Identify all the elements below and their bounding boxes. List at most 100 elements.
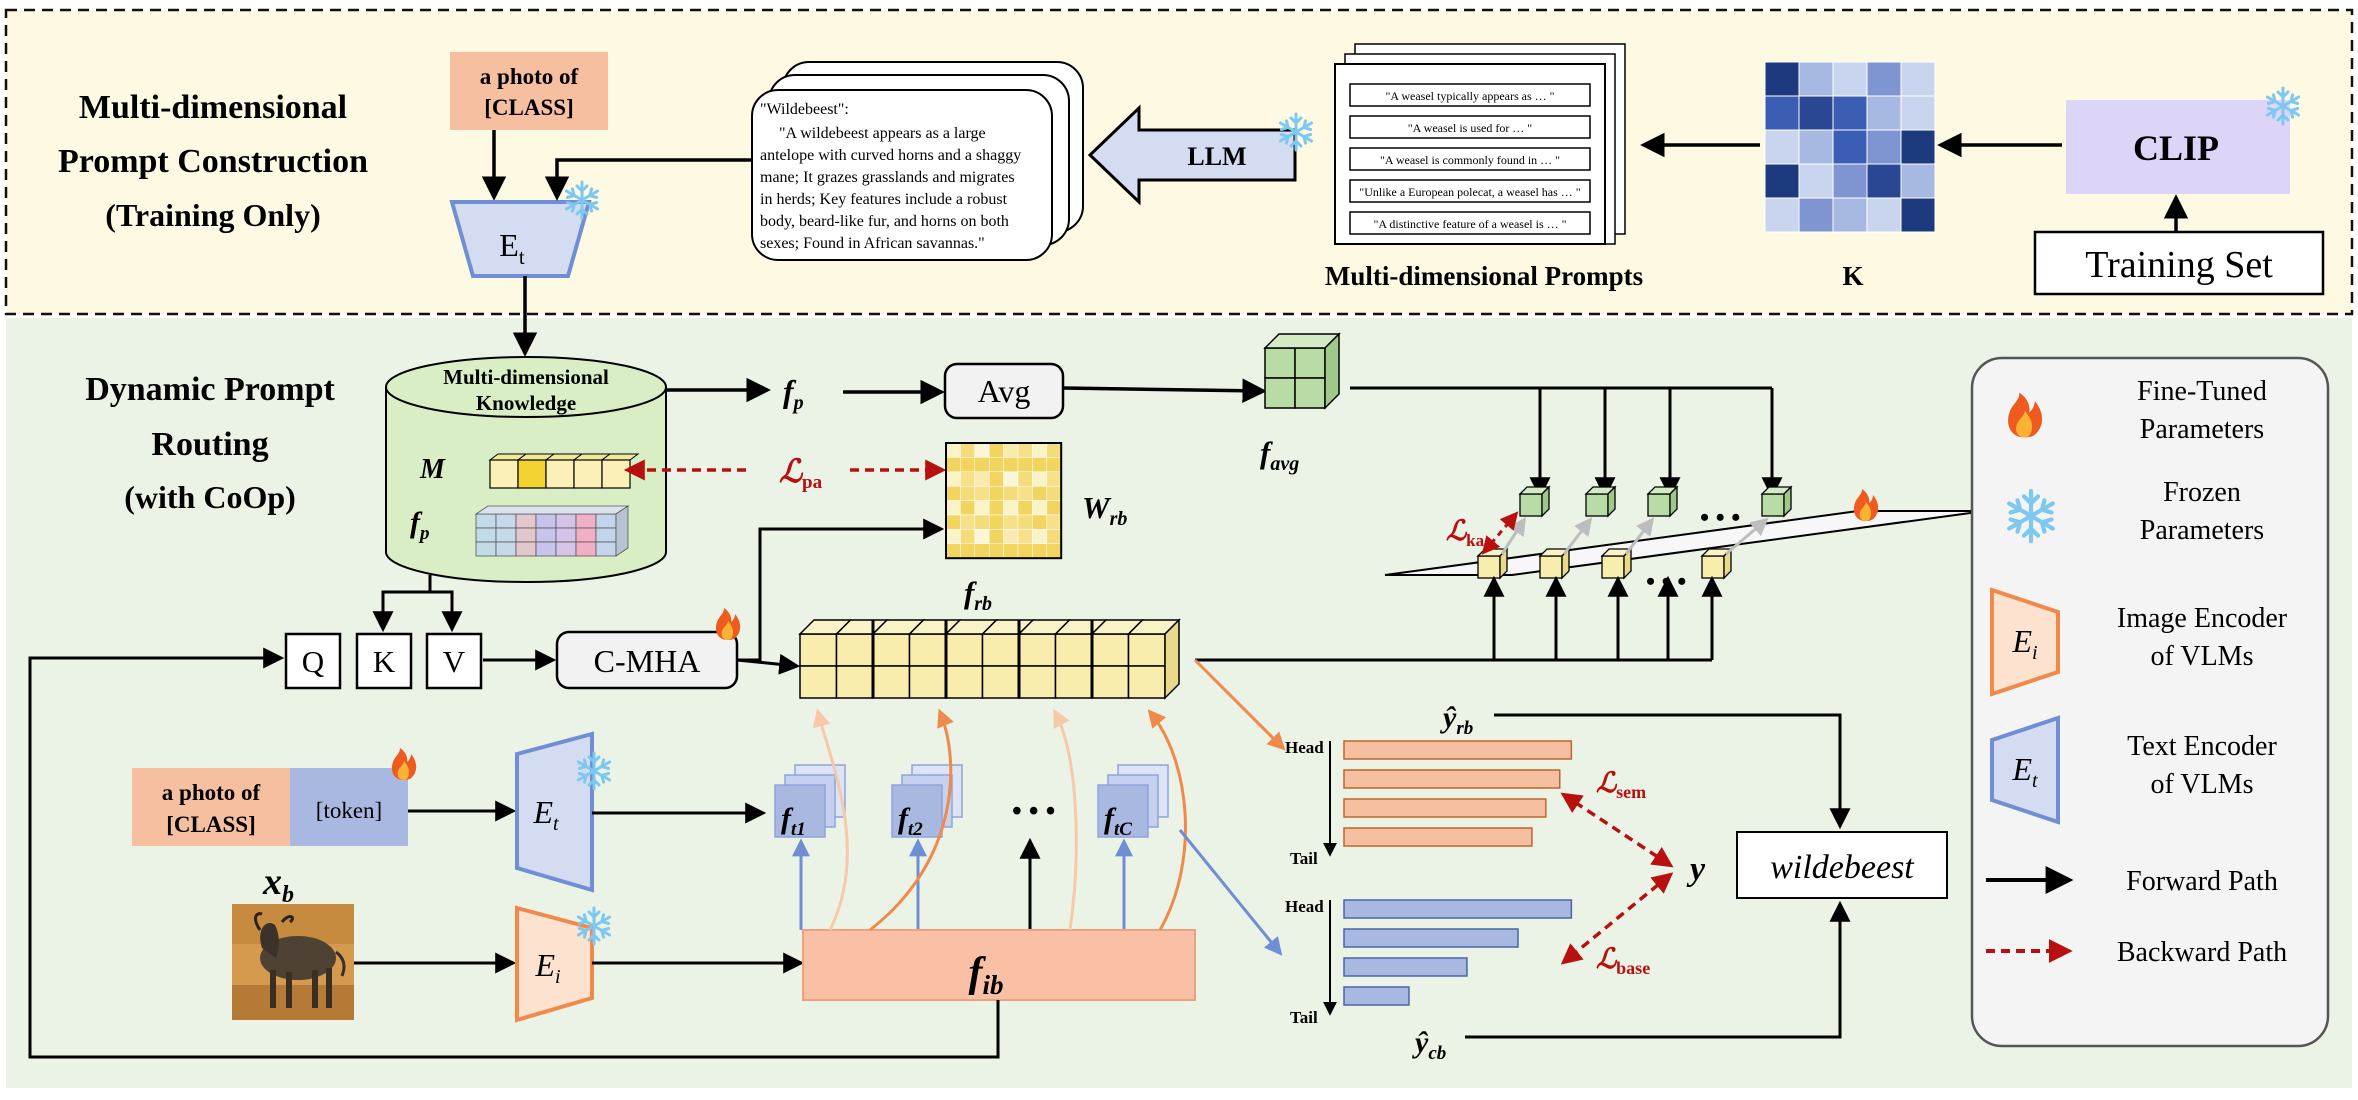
tail-label: Tail <box>1290 849 1318 868</box>
arrow-frb-to-rb-bars <box>1193 658 1286 751</box>
legend-et-label: Et <box>2011 751 2038 792</box>
frb-label: frb <box>964 575 992 615</box>
frb-cell <box>945 665 984 699</box>
ft-label: ft1 <box>781 802 806 840</box>
arrow-db-to-v <box>430 590 463 633</box>
arrow-fib-to-frb <box>1147 709 1187 931</box>
top-template-line-1: a photo of <box>480 64 579 89</box>
favg-side <box>1324 332 1340 410</box>
description-line: "A wildebeest appears as a large <box>779 125 986 142</box>
bottom-title-line-3: (with CoOp) <box>124 479 296 515</box>
fp-cell <box>475 541 497 557</box>
expert-green-side <box>1669 485 1678 518</box>
m-cell <box>573 459 603 489</box>
fp-cell <box>575 527 597 543</box>
wrb-cell <box>1032 442 1048 458</box>
k-cell <box>1798 163 1834 199</box>
fp-cell <box>475 513 497 529</box>
wrb-cell <box>1046 471 1062 487</box>
text-encoder <box>515 731 594 893</box>
wrb-cell <box>960 485 976 501</box>
llm-label: LLM <box>1187 142 1246 171</box>
k-cell <box>1866 61 1902 97</box>
wrb-cell <box>1003 543 1019 559</box>
routing-arrow <box>1624 517 1655 555</box>
k-cell <box>1900 163 1936 199</box>
wrb-label: Wrb <box>1082 490 1127 530</box>
wrb-cell <box>1003 442 1019 458</box>
description-line: in herds; Key features include a robust <box>760 191 1008 208</box>
legend-text: Text Encoder <box>2127 731 2277 762</box>
favg-cell <box>1294 377 1326 409</box>
fp-cell <box>535 541 557 557</box>
frb-cell <box>908 665 947 699</box>
wrb-cell <box>974 514 990 530</box>
wrb-cell <box>960 514 976 530</box>
frb-cell <box>872 633 911 667</box>
wrb-cell <box>960 529 976 545</box>
expert-dots-top: • • • <box>1700 503 1740 532</box>
top-template-line-2: [CLASS] <box>484 95 573 120</box>
ft-dots: • • • <box>1012 796 1055 827</box>
template-class-box <box>132 768 290 846</box>
legend-text: of VLMs <box>2151 641 2254 672</box>
expert-green <box>1585 493 1609 517</box>
description-line: antelope with curved horns and a shaggy <box>760 147 1021 164</box>
expert-green-side <box>1541 485 1550 518</box>
fp-cell <box>595 513 617 529</box>
llm-arrow <box>1087 104 1297 206</box>
k-cell <box>1764 61 1800 97</box>
prompts-list: "A weasel typically appears as … ""A wea… <box>1349 83 1591 235</box>
k-cell <box>1900 61 1936 97</box>
fib-label: fib <box>968 950 1003 1000</box>
frb-cell <box>872 665 911 699</box>
prompt-text: "A weasel is used for … " <box>1408 121 1533 135</box>
wrb-cell <box>945 457 961 473</box>
wrb-cell <box>1017 514 1033 530</box>
k-cell <box>1764 95 1800 131</box>
description-text: "A wildebeest appears as a large antelope… <box>760 125 1021 252</box>
output-label: wildebeest <box>1770 849 1915 886</box>
wrb-cell <box>1003 471 1019 487</box>
cmha-label: C-MHA <box>594 643 701 679</box>
legend-ei-label: Ei <box>2011 623 2037 664</box>
arrow-ycb-to-output <box>1465 900 1851 1039</box>
frb-cell <box>981 665 1020 699</box>
wrb-cell <box>960 457 976 473</box>
description-line: mane; It grazes grasslands and migrates <box>760 169 1015 186</box>
wrb-cell <box>1003 529 1019 545</box>
k-cell <box>1866 95 1902 131</box>
routing-arrow <box>1725 517 1769 556</box>
wrb-cell <box>1046 529 1062 545</box>
frb-cell <box>799 665 838 699</box>
image-encoder-label: Ei <box>534 947 560 988</box>
prompt-text: "A weasel is commonly found in … " <box>1380 153 1560 167</box>
favg-label: favg <box>1260 435 1299 475</box>
wrb-cell <box>1003 514 1019 530</box>
frb-cell <box>1054 633 1093 667</box>
knowledge-label-line-2: Knowledge <box>476 391 576 415</box>
ft-label: ftC <box>1104 802 1132 840</box>
prompt-row <box>1349 147 1591 171</box>
legend-text: of VLMs <box>2151 769 2254 800</box>
fp-cell <box>595 541 617 557</box>
fp-cell <box>515 541 537 557</box>
arrow-desc-to-et <box>544 158 757 201</box>
k-cell <box>1832 197 1868 233</box>
legend-text: Forward Path <box>2126 866 2278 897</box>
wrb-cell <box>1017 500 1033 516</box>
expert-green <box>1647 493 1671 517</box>
fp-cell <box>535 527 557 543</box>
lbase-dashed <box>1560 872 1674 965</box>
wrb-cell <box>1046 442 1062 458</box>
training-set-box <box>2033 230 2325 296</box>
wrb-cell <box>1032 543 1048 559</box>
wrb-border <box>945 442 1063 560</box>
bar <box>1343 798 1547 818</box>
frb-cell <box>799 633 838 667</box>
prompt-text: "Unlike a European polecat, a weasel has… <box>1359 185 1580 199</box>
bar <box>1343 827 1533 847</box>
frb-side <box>1164 618 1180 700</box>
expert-yellow <box>1539 555 1563 579</box>
